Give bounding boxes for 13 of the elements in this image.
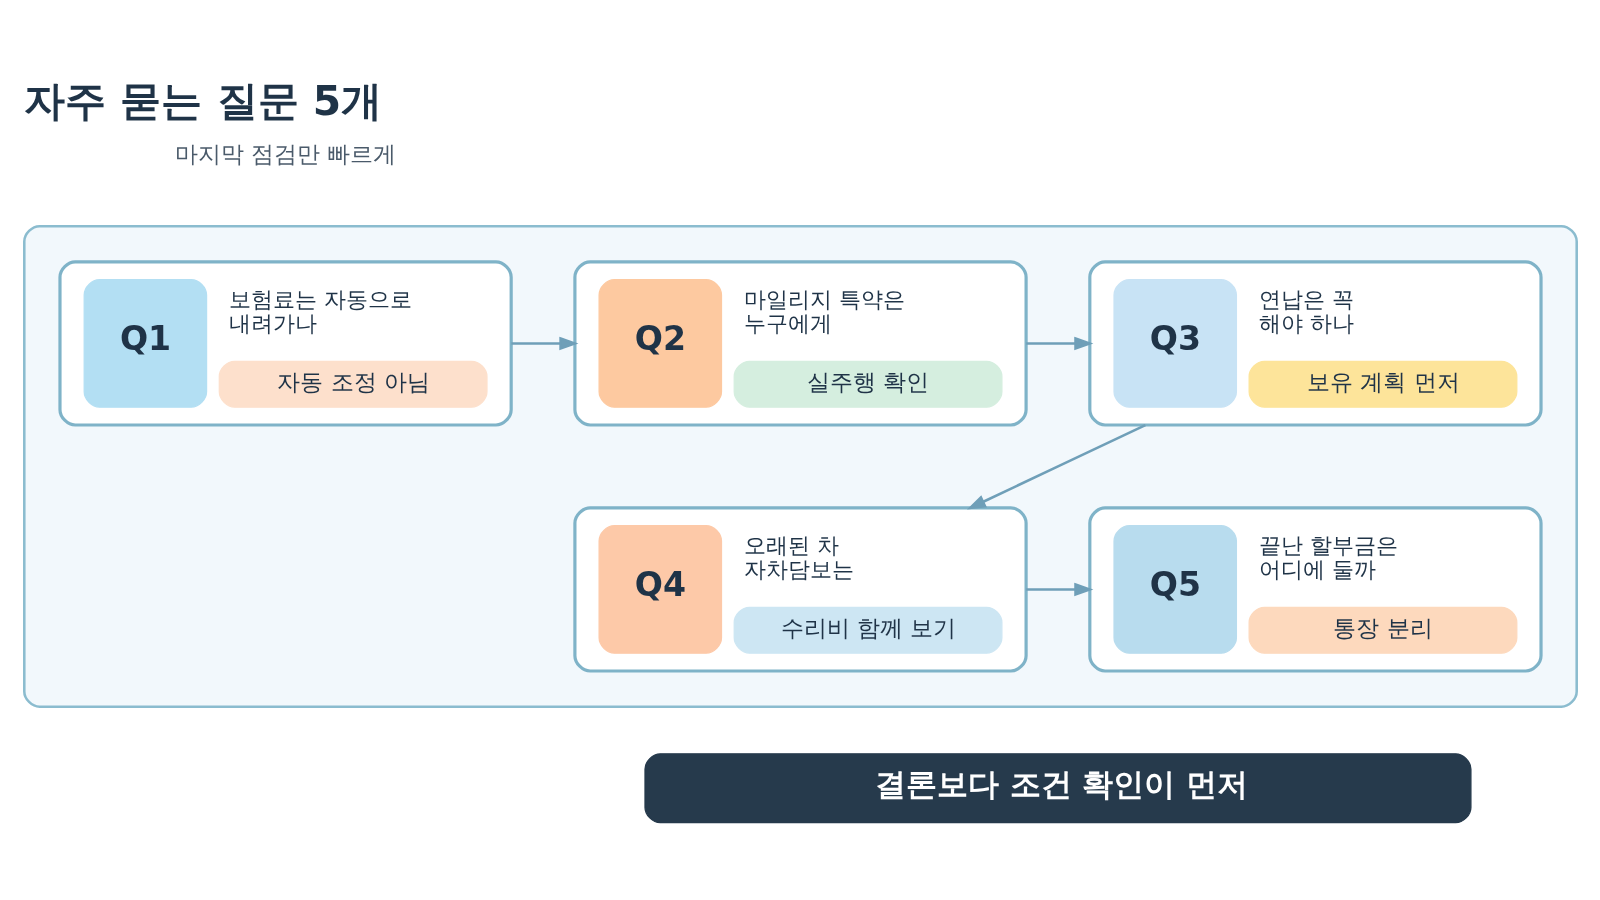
arrow — [1025, 336, 1093, 350]
node-box: Q2 마일리지 특약은 누구에게 실주행 확인 — [572, 259, 1028, 427]
node-box: Q4 오래된 차 자차담보는 수리비 함께 보기 — [572, 505, 1028, 673]
node-box: Q3 연납은 꼭 해야 하나 보유 계획 먼저 — [1087, 259, 1543, 427]
cluster — [22, 224, 1578, 708]
arrow — [966, 423, 1146, 509]
label: 마지막 점검만 빠르게 — [174, 140, 396, 167]
arrow — [1025, 582, 1093, 596]
node-box: Q5 끝난 할부금은 어디에 둘까 통장 분리 — [1087, 505, 1543, 673]
node-box: 결론보다 조건 확인이 먼저 — [643, 752, 1472, 823]
diagram-title: 자주 묻는 질문 5개 — [23, 76, 382, 125]
arrow — [510, 336, 578, 350]
node-box: Q1 보험료는 자동으로 내려가나 자동 조정 아님 — [57, 259, 513, 427]
